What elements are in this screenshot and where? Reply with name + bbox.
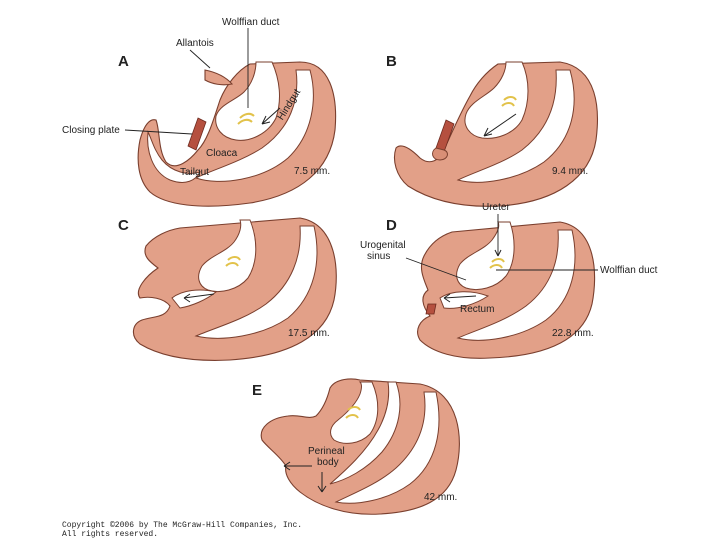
panel-a-size: 7.5 mm.: [294, 166, 330, 177]
panel-d-wolffian-duct: [489, 258, 505, 269]
label-sinus: sinus: [367, 251, 390, 262]
leader-urogenital-sinus: [405, 257, 467, 281]
label-cloaca: Cloaca: [206, 148, 238, 159]
panel-e-size: 42 mm.: [424, 492, 457, 503]
panel-e: E Perineal body 42 mm.: [252, 378, 460, 515]
label-urogenital: Urogenital: [360, 240, 406, 251]
panel-a-tailgut: [147, 130, 201, 183]
panel-a-closing-plate: [187, 117, 207, 151]
panel-c-tissue: [132, 217, 337, 361]
arrow-e-down: [317, 472, 327, 493]
label-wolffian-duct-a: Wolffian duct: [222, 17, 280, 28]
panel-e-wolffian-duct: [345, 406, 361, 419]
panel-a-wolffian-duct: [237, 112, 255, 125]
arrow-b: [483, 113, 517, 137]
panel-d-tissue: [417, 221, 596, 359]
panel-c-lumen: [198, 219, 257, 292]
panel-b-wolffian-duct: [501, 96, 517, 107]
panel-d: D Ureter Urogenital sinus Wolffian duct …: [360, 202, 658, 359]
panel-d-letter: D: [386, 217, 397, 234]
panel-c-rectal-channel: [171, 289, 218, 309]
arrow-a: [261, 107, 281, 125]
label-tailgut: Tailgut: [180, 167, 209, 178]
panel-d-size: 22.8 mm.: [552, 328, 594, 339]
copyright-line-2: All rights reserved.: [62, 530, 159, 539]
panel-a-letter: A: [118, 53, 129, 70]
label-rectum: Rectum: [460, 304, 494, 315]
panel-c-wolffian-duct: [225, 256, 241, 267]
label-perineal: Perineal: [308, 446, 345, 457]
panel-e-inner-cavity: [334, 391, 440, 504]
arrow-ureter: [494, 249, 502, 257]
panel-d-inner-cavity: [456, 229, 576, 341]
panel-e-cleft: [329, 381, 401, 485]
panel-c: C 17.5 mm.: [118, 217, 337, 361]
panel-e-letter: E: [252, 382, 262, 399]
panel-b: B 9.4 mm.: [386, 53, 598, 207]
panel-b-tubercle: [432, 147, 448, 161]
panel-b-lumen: [464, 61, 529, 139]
panel-e-lumen: [330, 381, 379, 444]
label-closing-plate: Closing plate: [62, 125, 120, 136]
panel-d-anal-membrane: [425, 303, 437, 315]
label-ureter: Ureter: [482, 202, 510, 213]
copyright-line-1: Copyright ©2006 by The McGraw-Hill Compa…: [62, 521, 303, 530]
panel-b-size: 9.4 mm.: [552, 166, 588, 177]
panel-b-inner-cavity: [456, 69, 575, 183]
arrow-d: [443, 293, 477, 303]
label-allantois: Allantois: [176, 38, 214, 49]
panel-c-letter: C: [118, 217, 129, 234]
arrow-e-left: [283, 461, 312, 471]
leader-allantois: [189, 49, 211, 69]
panel-d-rectum: [439, 291, 490, 309]
copyright-notice: Copyright ©2006 by The McGraw-Hill Compa…: [62, 521, 302, 539]
leader-closing-plate: [124, 129, 193, 135]
label-body: body: [317, 457, 339, 468]
panel-b-letter: B: [386, 53, 397, 70]
arrow-c: [183, 293, 215, 303]
panel-c-inner-cavity: [194, 225, 318, 339]
panel-a: A Wolffian duct Allantois Hindgut Closin…: [62, 17, 337, 207]
label-wolffian-duct-d: Wolffian duct: [600, 265, 658, 276]
panel-a-allantois-strip: [204, 69, 234, 86]
panel-c-size: 17.5 mm.: [288, 328, 330, 339]
